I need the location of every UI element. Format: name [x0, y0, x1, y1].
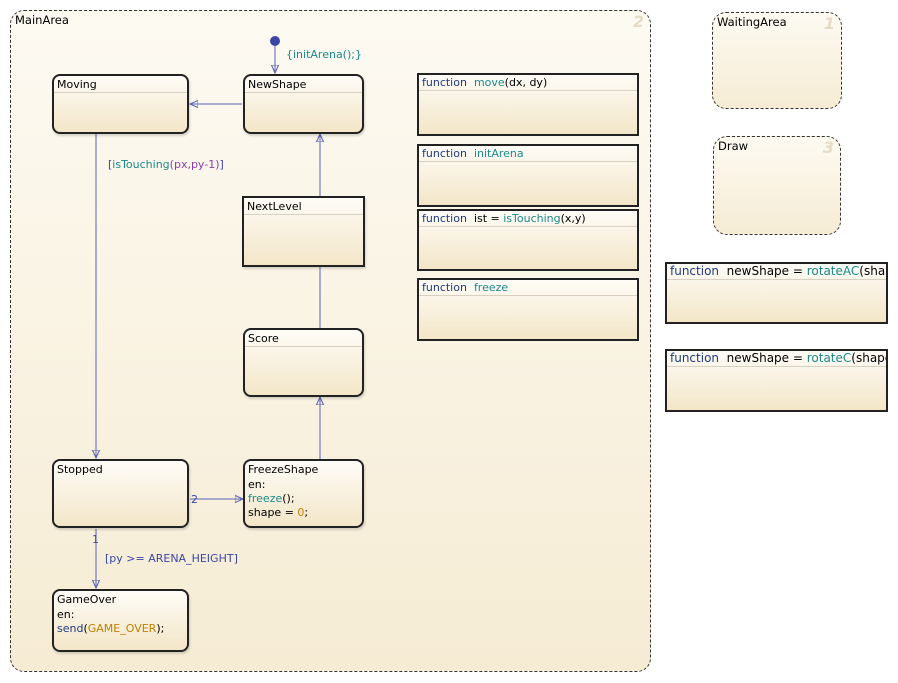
- state-gameover-actions: en: send(GAME_OVER);: [54, 607, 187, 637]
- function-initarena[interactable]: function initArena: [417, 144, 639, 207]
- state-stopped-title: Stopped: [57, 463, 103, 476]
- draw-state[interactable]: Draw 3: [713, 136, 841, 235]
- function-rotateac-signature: function newShape = rotateAC(shape): [667, 264, 886, 280]
- state-newshape-title: NewShape: [245, 76, 362, 93]
- draw-label: Draw: [718, 139, 749, 153]
- state-freezeshape[interactable]: FreezeShape en: freeze(); shape = 0;: [243, 459, 364, 528]
- state-freezeshape-actions: en: freeze(); shape = 0;: [245, 477, 362, 521]
- function-freeze[interactable]: function freeze: [417, 278, 639, 341]
- state-freezeshape-title: FreezeShape: [248, 463, 319, 476]
- state-gameover[interactable]: GameOver en: send(GAME_OVER);: [52, 589, 189, 652]
- state-score-title: Score: [245, 330, 362, 347]
- main-area-order: 2: [632, 12, 644, 31]
- state-nextlevel[interactable]: NextLevel: [242, 196, 365, 267]
- freezeshape-entry-label: en:: [248, 478, 266, 491]
- function-move-signature: function move(dx, dy): [419, 75, 637, 91]
- state-gameover-title: GameOver: [57, 593, 117, 606]
- stopped-to-freeze-order: 2: [191, 493, 198, 506]
- waiting-area-label: WaitingArea: [717, 15, 787, 29]
- function-move[interactable]: function move(dx, dy): [417, 73, 639, 136]
- function-initarena-signature: function initArena: [419, 146, 637, 162]
- state-newshape[interactable]: NewShape: [243, 74, 364, 134]
- function-istouching[interactable]: function ist = isTouching(x,y): [417, 209, 639, 271]
- waiting-area-state[interactable]: WaitingArea 1: [712, 12, 842, 109]
- state-moving-title: Moving: [54, 76, 187, 93]
- freezeshape-assign: shape = 0;: [248, 506, 309, 519]
- main-area-label: MainArea: [15, 13, 69, 27]
- function-istouching-signature: function ist = isTouching(x,y): [419, 211, 637, 227]
- state-stopped[interactable]: Stopped: [52, 459, 189, 528]
- function-rotatec[interactable]: function newShape = rotateC(shape): [665, 349, 888, 412]
- freezeshape-call: freeze();: [248, 492, 295, 505]
- gameover-send-call: send(GAME_OVER);: [57, 622, 165, 635]
- function-rotateac[interactable]: function newShape = rotateAC(shape): [665, 262, 888, 324]
- moving-to-stopped-condition: [isTouching(px,py-1)]: [108, 158, 224, 171]
- stopped-to-gameover-order: 1: [92, 533, 99, 546]
- state-nextlevel-title: NextLevel: [244, 198, 363, 215]
- state-moving[interactable]: Moving: [52, 74, 189, 134]
- stopped-to-gameover-condition: [py >= ARENA_HEIGHT]: [105, 552, 238, 565]
- function-rotatec-signature: function newShape = rotateC(shape): [667, 351, 886, 367]
- waiting-area-order: 1: [823, 14, 835, 33]
- state-score[interactable]: Score: [243, 328, 364, 397]
- gameover-entry-label: en:: [57, 608, 75, 621]
- draw-order: 3: [822, 138, 834, 157]
- default-transition-label: {initArena();}: [286, 48, 362, 61]
- function-freeze-signature: function freeze: [419, 280, 637, 296]
